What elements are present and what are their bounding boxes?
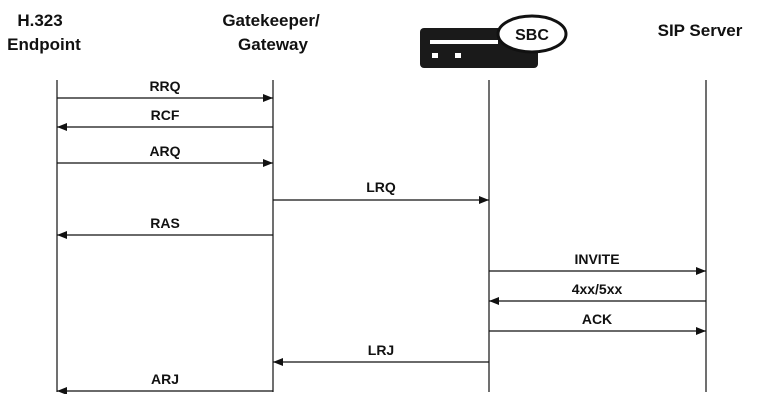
gatekeeper-title-line1: Gatekeeper/ [222,11,320,30]
message-label: ARQ [149,143,180,159]
message-arq: ARQ [57,143,273,167]
message-label: INVITE [574,251,619,267]
message-4xx-5xx: 4xx/5xx [489,281,706,305]
h323-endpoint-title-line1: H.323 [17,11,62,30]
sbc-title: SBC [515,27,549,44]
message-rcf: RCF [57,107,273,131]
sbc-device-led-2 [455,53,461,58]
h323-endpoint-title-line2: Endpoint [7,35,81,54]
message-ack: ACK [489,311,706,335]
message-label: RAS [150,215,180,231]
sbc-label-bubble [496,14,568,54]
sip-server-title: SIP Server [658,21,743,40]
message-label: ARJ [151,371,179,387]
sbc-device-slot [430,40,498,44]
message-arj: ARJ [57,371,273,394]
message-lrj: LRJ [273,342,489,366]
message-invite: INVITE [489,251,706,275]
message-label: RRQ [149,78,180,94]
message-label: LRJ [368,342,394,358]
message-label: 4xx/5xx [572,281,623,297]
message-label: ACK [582,311,612,327]
message-label: RCF [151,107,180,123]
sbc-device-icon: SBC [420,14,568,68]
gatekeeper-title-line2: Gateway [238,35,308,54]
message-lrq: LRQ [273,179,489,204]
message-rrq: RRQ [57,78,273,102]
message-label: LRQ [366,179,396,195]
sbc-device-led-1 [432,53,438,58]
message-ras: RAS [57,215,273,239]
